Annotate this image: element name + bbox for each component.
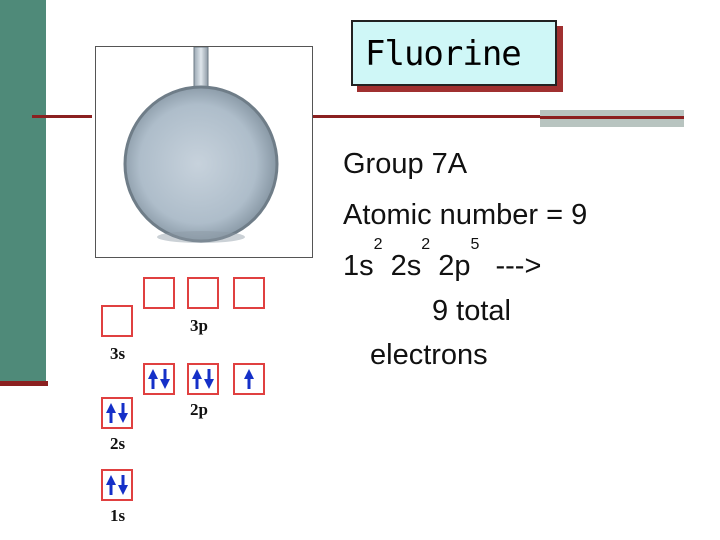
orbital-box-3p-3	[233, 277, 265, 309]
divider-right-band-top	[540, 110, 684, 116]
electron-down-arrow-2p	[204, 369, 214, 389]
label-3p: 3p	[190, 316, 208, 335]
electron-up-arrow-2s	[106, 403, 116, 423]
config-1s: 1s	[343, 250, 374, 282]
fluorine-flask-photo	[95, 46, 313, 258]
left-accent-bar	[0, 0, 46, 383]
electron-up-arrow-2p	[192, 369, 202, 389]
orbital-boxes	[101, 277, 265, 501]
electron-up-arrow-1s	[106, 475, 116, 495]
electron-config-line: 1s2 2s2 2p5 --->	[343, 237, 587, 292]
divider-right-line	[540, 116, 684, 119]
left-bar-edge	[0, 381, 48, 386]
electron-up-arrow-2p	[244, 369, 254, 389]
electron-down-arrow-2s	[118, 403, 128, 423]
config-2p-exp: 5	[470, 236, 480, 253]
title-box: Fluorine	[351, 20, 557, 86]
label-2p: 2p	[190, 400, 208, 419]
config-2p: 2p	[430, 250, 471, 282]
divider-middle	[312, 115, 540, 118]
slide-title: Fluorine	[365, 34, 522, 74]
electron-down-arrow-2p	[160, 369, 170, 389]
total-line: 9 total	[432, 295, 511, 327]
flask-image	[123, 47, 279, 243]
electrons-line: electrons	[370, 339, 488, 371]
config-2s-exp: 2	[421, 236, 431, 253]
divider-left	[32, 115, 92, 118]
orbital-diagram: 3s 3p 2p 2s 1s	[98, 272, 278, 532]
divider-right-band-bottom	[540, 119, 684, 127]
element-info: Group 7A Atomic number = 9 1s2 2s2 2p5 -…	[343, 139, 587, 292]
orbital-box-3p-1	[143, 277, 175, 309]
config-2s: 2s	[382, 250, 422, 282]
orbital-box-3s	[101, 305, 133, 337]
label-2s: 2s	[110, 434, 126, 453]
electron-up-arrow-2p	[148, 369, 158, 389]
orbital-box-3p-2	[187, 277, 219, 309]
label-3s: 3s	[110, 344, 126, 363]
config-arrow: --->	[479, 250, 542, 282]
group-line: Group 7A	[343, 148, 468, 180]
config-1s-exp: 2	[373, 236, 383, 253]
atomic-number-line: Atomic number = 9	[343, 199, 588, 231]
electron-down-arrow-1s	[118, 475, 128, 495]
label-1s: 1s	[110, 506, 126, 525]
